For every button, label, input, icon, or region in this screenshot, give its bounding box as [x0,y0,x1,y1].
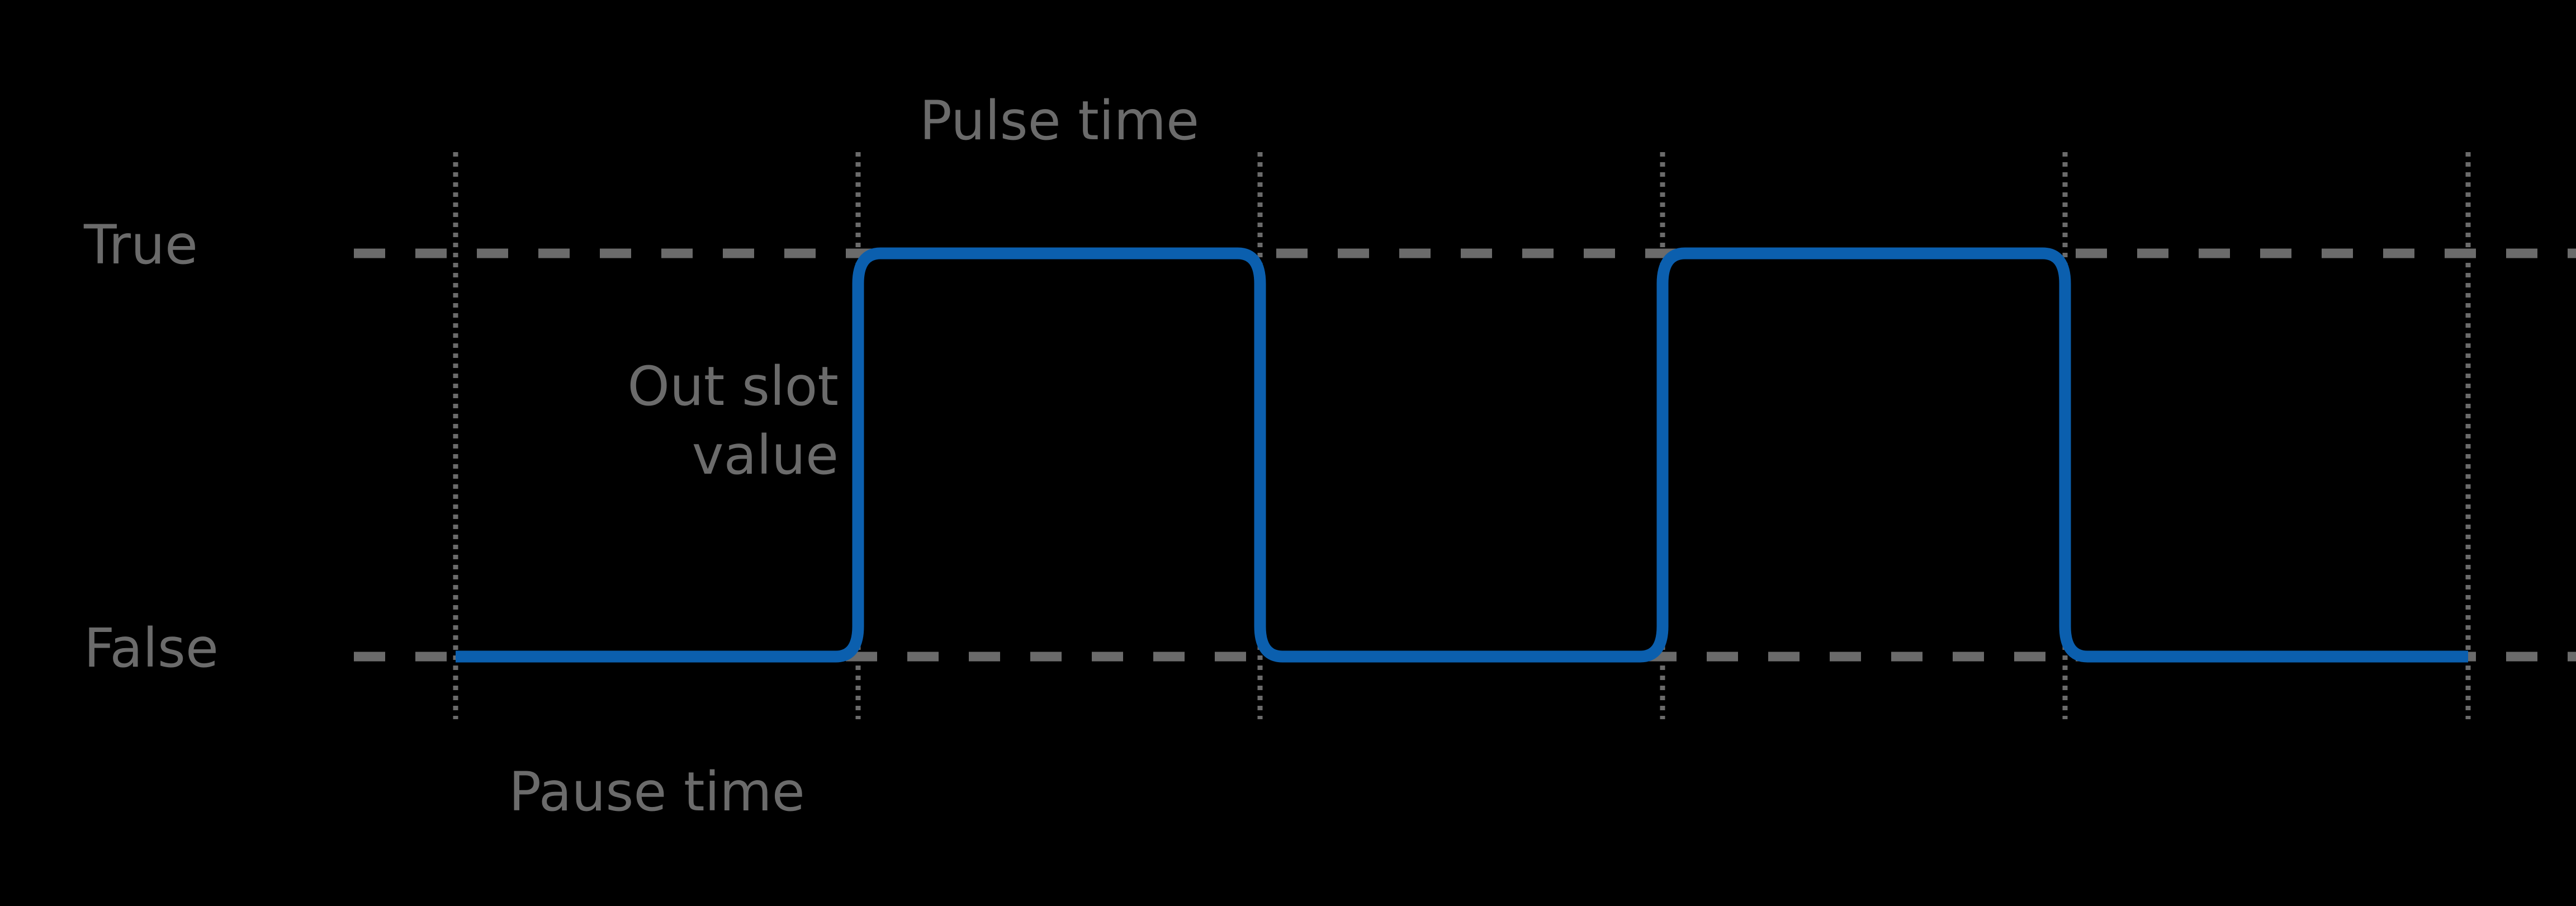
annotation-out-slot-value-line2: value [692,423,839,487]
annotation-out-slot-value: Out slot value [458,352,839,490]
annotation-out-slot-value-line1: Out slot [627,355,839,418]
out-slot-value-waveform [456,247,2468,663]
y-label-false: False [84,617,219,680]
annotation-pause-time: Pause time [509,761,805,823]
annotation-pulse-time: Pulse time [919,89,1200,152]
y-label-true: True [84,214,198,276]
